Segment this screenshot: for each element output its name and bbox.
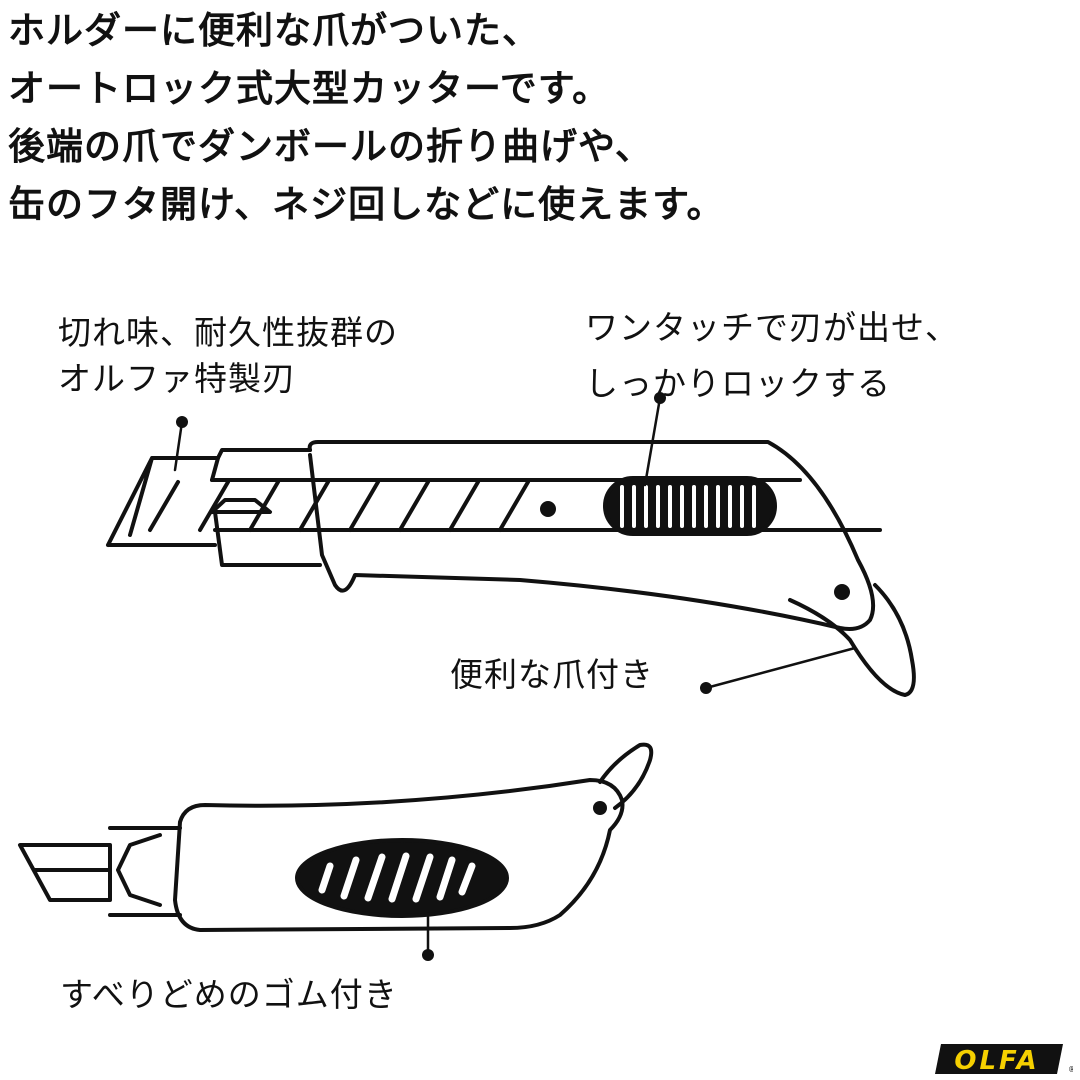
lower-claw [598,742,654,810]
svg-text:®: ® [1068,1065,1073,1074]
rivet [593,801,607,815]
claw [788,583,916,697]
rivet [834,584,850,600]
upper-body [307,440,876,631]
grip-callout: すべりどめのゴム付き [60,975,398,1014]
grip-slots [318,852,476,903]
rivet [540,501,556,517]
lower-blade [18,843,112,902]
slider-callout-line: しっかりロックする [585,364,891,403]
blade-score-lines [148,480,530,532]
headline-line: オートロック式大型カッターです。 [8,67,611,110]
claw-callout: 便利な爪付き [450,655,654,694]
blade-callout-line: 切れ味、耐久性抜群の [58,313,398,352]
slider-button [603,476,777,536]
slider-callout-line: ワンタッチで刃が出せ、 [585,308,959,347]
olfa-logo: OLFA ® [935,1044,1073,1074]
headline-line: 缶のフタ開け、ネジ回しなどに使えます。 [8,183,725,226]
headline-line: ホルダーに便利な爪がついた、 [8,9,540,52]
svg-text:OLFA: OLFA [954,1046,1039,1074]
slider-ridges [620,485,756,528]
blade-callout: 切れ味、耐久性抜群の オルファ特製刃 [58,310,398,402]
callout-leaders [173,392,857,961]
lower-cutter-illustration [18,742,654,932]
upper-cutter-illustration [106,440,916,697]
lower-holder [108,826,182,917]
blade-callout-line: オルファ特製刃 [58,359,296,398]
headline-line: 後端の爪でダンボールの折り曲げや、 [8,125,653,168]
headline: ホルダーに便利な爪がついた、 オートロック式大型カッターです。 後端の爪でダンボ… [8,2,724,234]
slider-callout: ワンタッチで刃が出せ、 しっかりロックする [585,300,959,412]
